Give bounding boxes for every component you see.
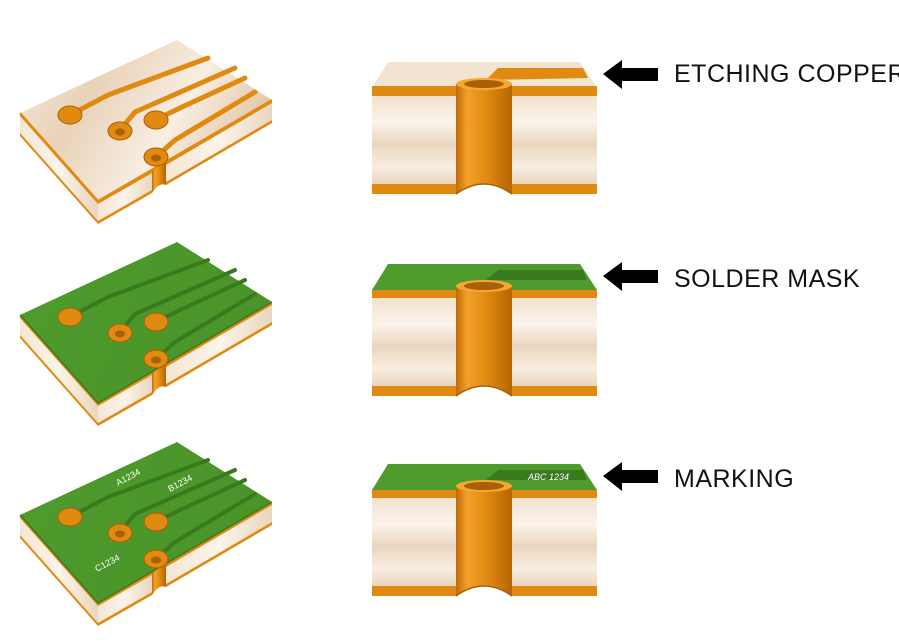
side-copper-layer (98, 592, 152, 626)
section-trace (486, 68, 588, 80)
pcb-cross-section (372, 62, 597, 195)
pcb-board (19, 40, 273, 224)
board-side-right-b (166, 100, 272, 185)
copper-pad (57, 507, 83, 527)
trace (68, 258, 210, 319)
section-via-rim (455, 385, 513, 397)
board-side-left (20, 315, 98, 426)
section-via-rim (455, 585, 513, 597)
arrow-shape (603, 60, 658, 89)
side-copper-layer (166, 302, 272, 367)
side-copper-layer (166, 522, 272, 587)
section-via-hole (464, 80, 504, 88)
left-arrow-icon (603, 262, 658, 291)
step-label-etching-copper: ETCHING COPPER (674, 60, 899, 88)
trace (67, 55, 211, 118)
via-hole (115, 128, 125, 136)
copper-pad (143, 312, 169, 332)
board-side-left (20, 113, 98, 224)
side-copper-layer (166, 322, 272, 387)
cross-section-views: ABC 1234 (372, 62, 597, 597)
via-hole (151, 154, 161, 162)
side-copper-layer (98, 392, 152, 426)
board-side-right-a (98, 572, 152, 626)
section-via-barrel (456, 281, 512, 396)
via-notch (152, 563, 166, 595)
section-via-rim (455, 183, 513, 195)
side-copper-layer (98, 190, 152, 224)
board-side-right-b (166, 502, 272, 587)
via-notch (152, 161, 166, 193)
left-arrow-icon (603, 462, 658, 491)
via-hole (115, 330, 125, 338)
board-side-right-b (166, 302, 272, 387)
step-label-solder-mask: SOLDER MASK (674, 265, 861, 293)
copper-pad (143, 512, 169, 532)
step-label-marking: MARKING (674, 465, 795, 493)
copper-edge (19, 99, 273, 203)
side-copper-layer (166, 120, 272, 185)
trace (68, 458, 210, 519)
via-hole (151, 356, 161, 364)
board-side-left (20, 515, 98, 626)
section-via-hole (464, 482, 504, 490)
section-via-barrel (456, 79, 512, 194)
section-via-barrel (456, 481, 512, 596)
via-hole (151, 556, 161, 564)
left-arrow-icon (603, 60, 658, 89)
arrow-shape (603, 462, 658, 491)
section-via-hole (464, 282, 504, 290)
arrow-shape (603, 262, 658, 291)
pcb-cross-section (372, 264, 597, 397)
board-side-right-a (98, 170, 152, 224)
pcb-cross-section: ABC 1234 (372, 464, 597, 597)
mask-edge (19, 301, 273, 404)
board-side-right-a (98, 372, 152, 426)
copper-pad (143, 110, 169, 130)
via-hole (115, 530, 125, 538)
via-notch (152, 363, 166, 395)
copper-pad (57, 307, 83, 327)
section-trace (486, 470, 587, 480)
side-copper-layer (20, 335, 98, 426)
side-copper-layer (20, 133, 98, 224)
arrows (603, 60, 658, 491)
side-copper-layer (98, 372, 152, 406)
section-silkscreen: ABC 1234 (527, 472, 569, 482)
side-copper-layer (98, 572, 152, 606)
pcb-board (19, 242, 273, 426)
side-copper-layer (166, 502, 272, 567)
mask-edge (19, 501, 273, 604)
side-copper-layer (20, 535, 98, 626)
copper-pad (57, 105, 83, 125)
section-trace (486, 270, 587, 280)
